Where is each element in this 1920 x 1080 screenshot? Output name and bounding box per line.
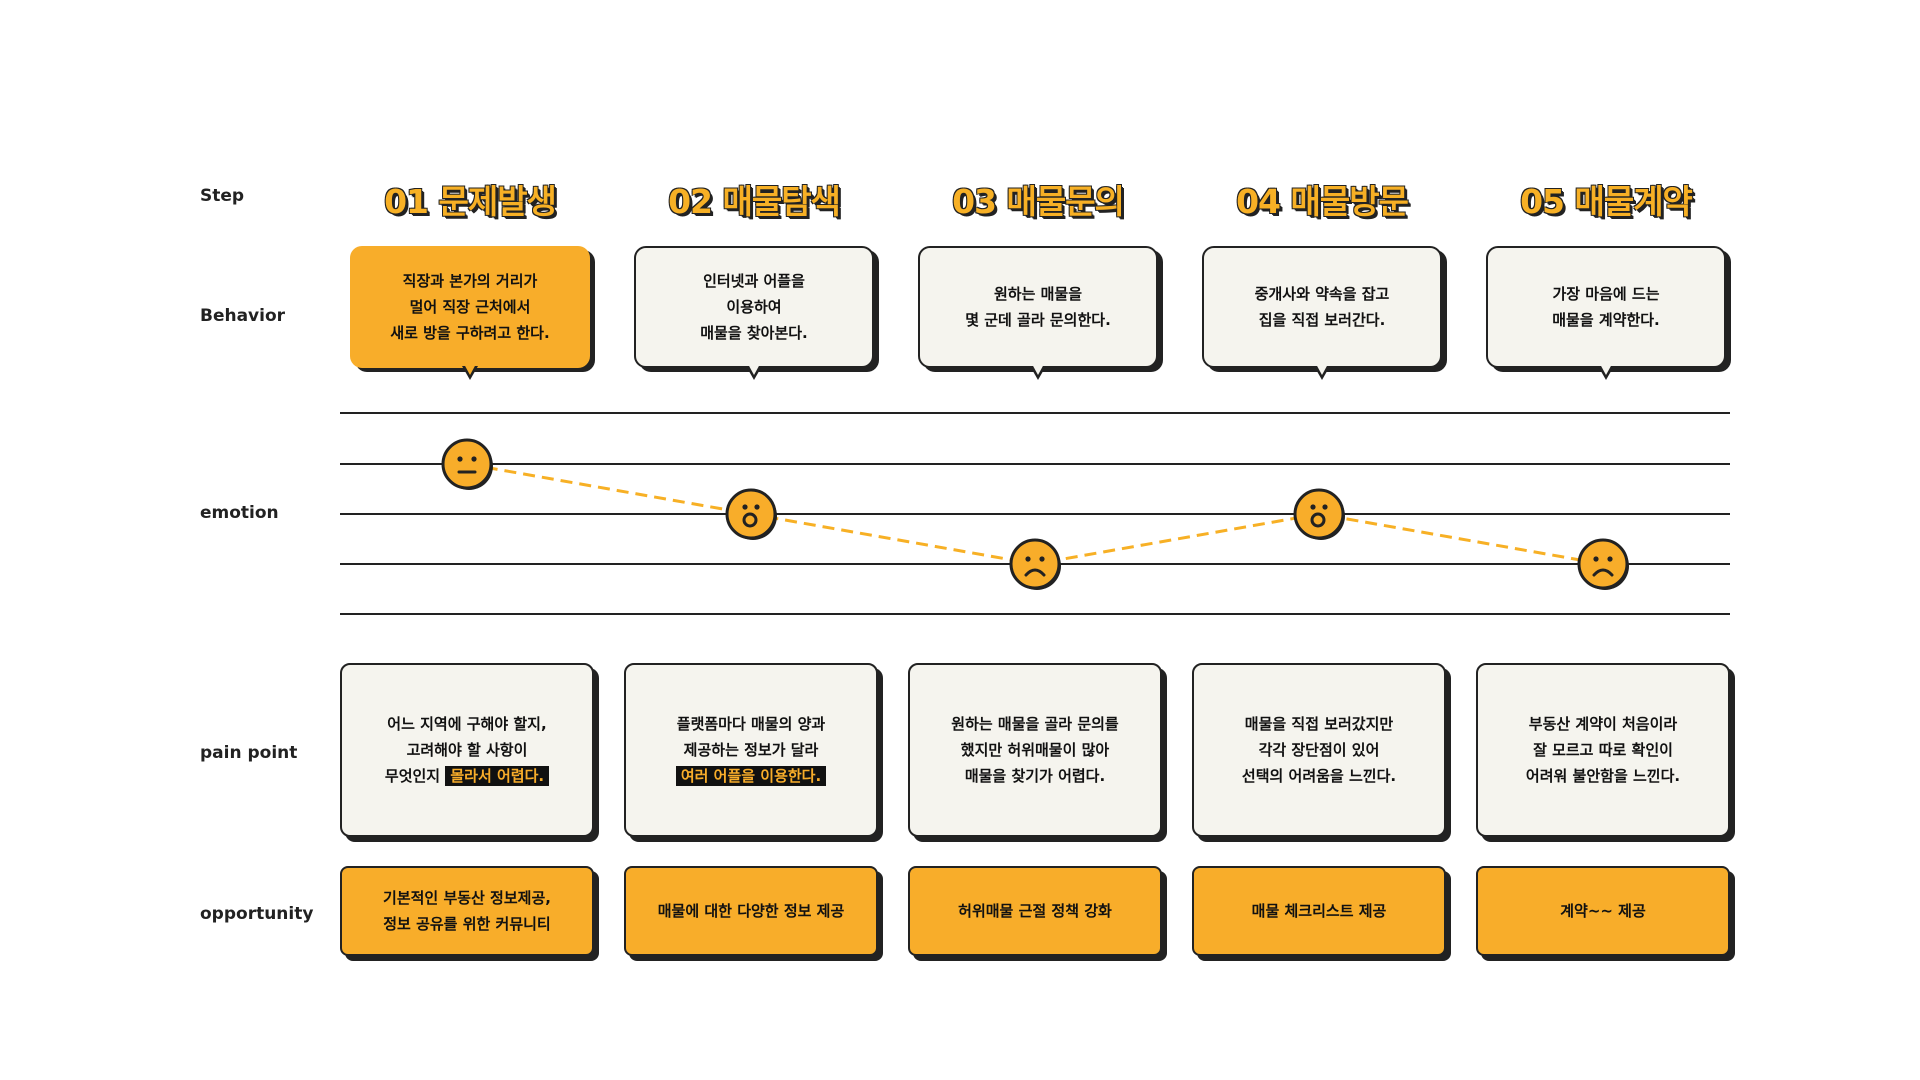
pain-card-3: 원하는 매물을 골라 문의를 했지만 허위매물이 많아 매물을 찾기가 어렵다. (908, 663, 1162, 837)
emotion-gridline (340, 412, 1730, 414)
opportunity-card-5: 계약~~ 제공 (1476, 866, 1730, 956)
pain-line: 매물을 찾기가 어렵다. (964, 767, 1106, 785)
sad-face-icon (1009, 538, 1061, 590)
bubble-tail (462, 364, 478, 380)
step-title-3: 03 매물문의 (952, 182, 1125, 221)
behavior-text-3: 원하는 매물을 몇 군데 골라 문의한다. (965, 285, 1111, 329)
behavior-text-4: 중개사와 약속을 잡고 집을 직접 보러간다. (1254, 285, 1390, 329)
behavior-bubble-4: 중개사와 약속을 잡고 집을 직접 보러간다. (1202, 246, 1442, 380)
behavior-text-5: 가장 마음에 드는 매물을 계약한다. (1552, 285, 1660, 329)
emotion-gridline (340, 513, 1730, 515)
behavior-text-1: 직장과 본가의 거리가 멀어 직장 근처에서 새로 방을 구하려고 한다. (390, 272, 550, 342)
emotion-gridline (340, 613, 1730, 615)
pain-line: 매물을 직접 보러갔지만 (1244, 715, 1394, 733)
step-title-2: 02 매물탐색 (668, 182, 841, 221)
row-label-step: Step (200, 186, 245, 206)
bubble-tail (1598, 364, 1614, 380)
behavior-bubble-3: 원하는 매물을 몇 군데 골라 문의한다. (918, 246, 1158, 380)
neutral-face-icon (441, 438, 493, 490)
opportunity-text-4: 매물 체크리스트 제공 (1251, 902, 1387, 920)
behavior-text-2: 인터넷과 어플을 이용하여 매물을 찾아본다. (700, 272, 808, 342)
sad-face-icon (1577, 538, 1629, 590)
pain-line: 선택의 어려움을 느낀다. (1241, 767, 1397, 785)
step-title-4: 04 매물방문 (1236, 182, 1409, 221)
pain-card-4: 매물을 직접 보러갔지만 각각 장단점이 있어 선택의 어려움을 느낀다. (1192, 663, 1446, 837)
pain-line: 어느 지역에 구해야 할지, (387, 715, 547, 733)
row-label-behavior: Behavior (200, 306, 286, 326)
opportunity-card-3: 허위매물 근절 정책 강화 (908, 866, 1162, 956)
step-title-1: 01 문제발생 (384, 182, 557, 221)
pain-line: 잘 모르고 따로 확인이 (1533, 741, 1673, 759)
behavior-bubble-1: 직장과 본가의 거리가 멀어 직장 근처에서 새로 방을 구하려고 한다. (350, 246, 590, 380)
emotion-faces (441, 438, 1629, 590)
opportunity-text-2: 매물에 대한 다양한 정보 제공 (657, 902, 845, 920)
opportunity-card-1: 기본적인 부동산 정보제공, 정보 공유를 위한 커뮤니티 (340, 866, 594, 956)
pain-line: 제공하는 정보가 달라 (683, 741, 819, 759)
row-label-emotion: emotion (200, 503, 279, 523)
pain-highlight: 여러 어플을 이용한다. (675, 766, 827, 786)
surprised-face-icon (725, 488, 777, 540)
opportunity-text-1: 기본적인 부동산 정보제공, 정보 공유를 위한 커뮤니티 (383, 889, 551, 933)
behavior-bubble-5: 가장 마음에 드는 매물을 계약한다. (1486, 246, 1726, 380)
pain-line: 플랫폼마다 매물의 양과 (676, 715, 826, 733)
surprised-face-icon (1293, 488, 1345, 540)
bubble-tail (1314, 364, 1330, 380)
opportunity-text-5: 계약~~ 제공 (1560, 902, 1646, 920)
pain-line: 했지만 허위매물이 많아 (960, 741, 1110, 759)
pain-line: 원하는 매물을 골라 문의를 (951, 715, 1119, 733)
pain-highlight: 몰라서 어렵다. (445, 766, 550, 786)
opportunity-card-2: 매물에 대한 다양한 정보 제공 (624, 866, 878, 956)
pain-card-5: 부동산 계약이 처음이라 잘 모르고 따로 확인이 어려워 불안함을 느낀다. (1476, 663, 1730, 837)
pain-card-2: 플랫폼마다 매물의 양과 제공하는 정보가 달라 여러 어플을 이용한다. (624, 663, 878, 837)
pain-line: 어려워 불안함을 느낀다. (1525, 767, 1681, 785)
step-title-5: 05 매물계약 (1520, 182, 1693, 221)
bubble-tail (746, 364, 762, 380)
pain-card-1: 어느 지역에 구해야 할지, 고려해야 할 사항이 무엇인지 몰라서 어렵다. (340, 663, 594, 837)
pain-line: 무엇인지 (384, 767, 446, 785)
pain-line: 각각 장단점이 있어 (1258, 741, 1380, 759)
opportunity-text-3: 허위매물 근절 정책 강화 (958, 902, 1112, 920)
bubble-tail (1030, 364, 1046, 380)
pain-line: 부동산 계약이 처음이라 (1528, 715, 1678, 733)
emotion-gridline (340, 463, 1730, 465)
opportunity-card-4: 매물 체크리스트 제공 (1192, 866, 1446, 956)
behavior-bubble-2: 인터넷과 어플을 이용하여 매물을 찾아본다. (634, 246, 874, 380)
pain-line: 고려해야 할 사항이 (406, 741, 528, 759)
row-label-opportunity: opportunity (200, 904, 314, 924)
row-label-pain-point: pain point (200, 743, 298, 763)
